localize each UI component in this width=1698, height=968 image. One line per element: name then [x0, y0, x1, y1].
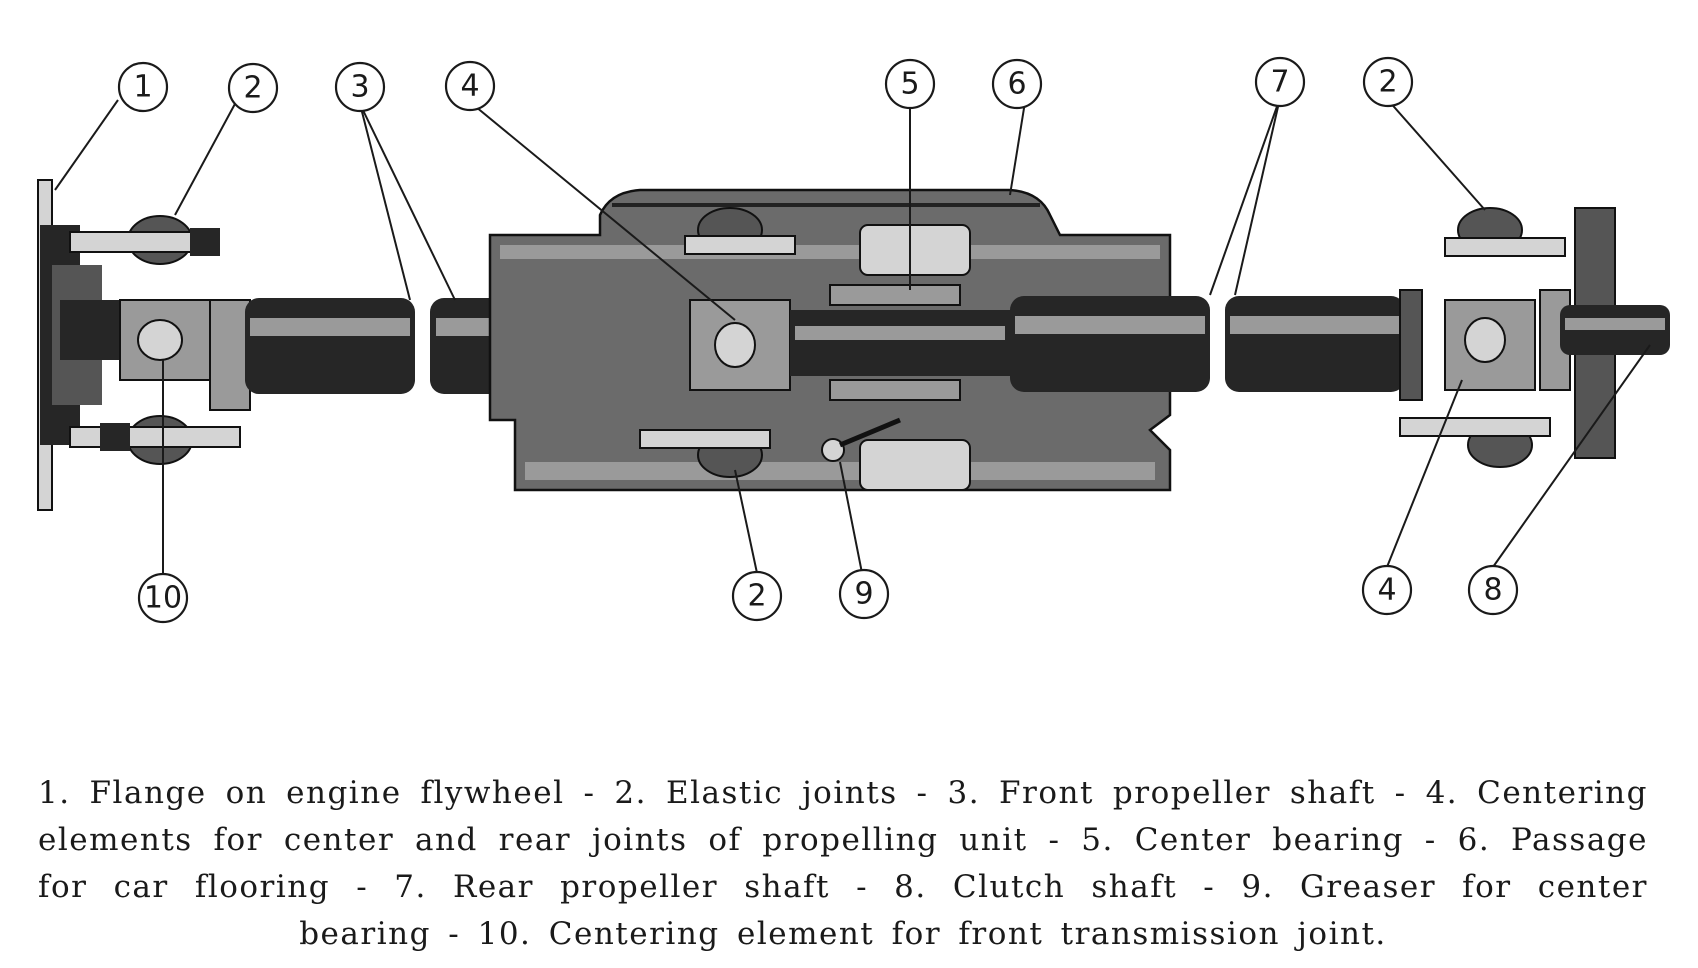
callout-10: 10 [137, 572, 189, 624]
svg-text:4: 4 [1377, 573, 1396, 608]
svg-text:6: 6 [1007, 67, 1026, 102]
callout-2-right: 2 [1362, 56, 1414, 108]
leader-lines [54, 97, 1651, 575]
svg-text:9: 9 [854, 577, 873, 612]
center-bearing [790, 224, 1010, 491]
callout-4-top: 4 [444, 60, 496, 112]
greaser [821, 417, 901, 462]
callout-2-left: 2 [227, 62, 279, 114]
callout-9: 9 [838, 568, 890, 620]
callout-2-bottom: 2 [731, 570, 783, 622]
rear-propeller-shaft [1010, 289, 1423, 401]
svg-text:2: 2 [243, 71, 262, 106]
callout-6: 6 [991, 58, 1043, 110]
svg-text:2: 2 [1378, 65, 1397, 100]
svg-text:7: 7 [1270, 65, 1289, 100]
svg-text:4: 4 [460, 69, 479, 104]
svg-text:3: 3 [350, 70, 369, 105]
svg-text:10: 10 [144, 581, 182, 616]
figure-caption: 1. Flange on engine flywheel - 2. Elasti… [38, 775, 1648, 952]
rear-elastic-joint [1399, 207, 1566, 468]
callout-5: 5 [884, 58, 936, 110]
callout-1: 1 [117, 61, 169, 113]
callout-7: 7 [1254, 56, 1306, 108]
propeller-shaft-diagram: 1 2 3 4 5 6 7 2 10 2 9 4 [37, 56, 1670, 624]
callout-8: 8 [1467, 564, 1519, 616]
svg-text:1: 1 [133, 70, 152, 105]
svg-text:5: 5 [900, 67, 919, 102]
svg-text:8: 8 [1483, 573, 1502, 608]
clutch-shaft [1539, 207, 1670, 459]
callout-3: 3 [334, 61, 386, 113]
engine-flywheel-flange [37, 179, 120, 511]
svg-text:2: 2 [747, 579, 766, 614]
center-elastic-joint [639, 207, 796, 478]
callout-4-bottom: 4 [1361, 564, 1413, 616]
